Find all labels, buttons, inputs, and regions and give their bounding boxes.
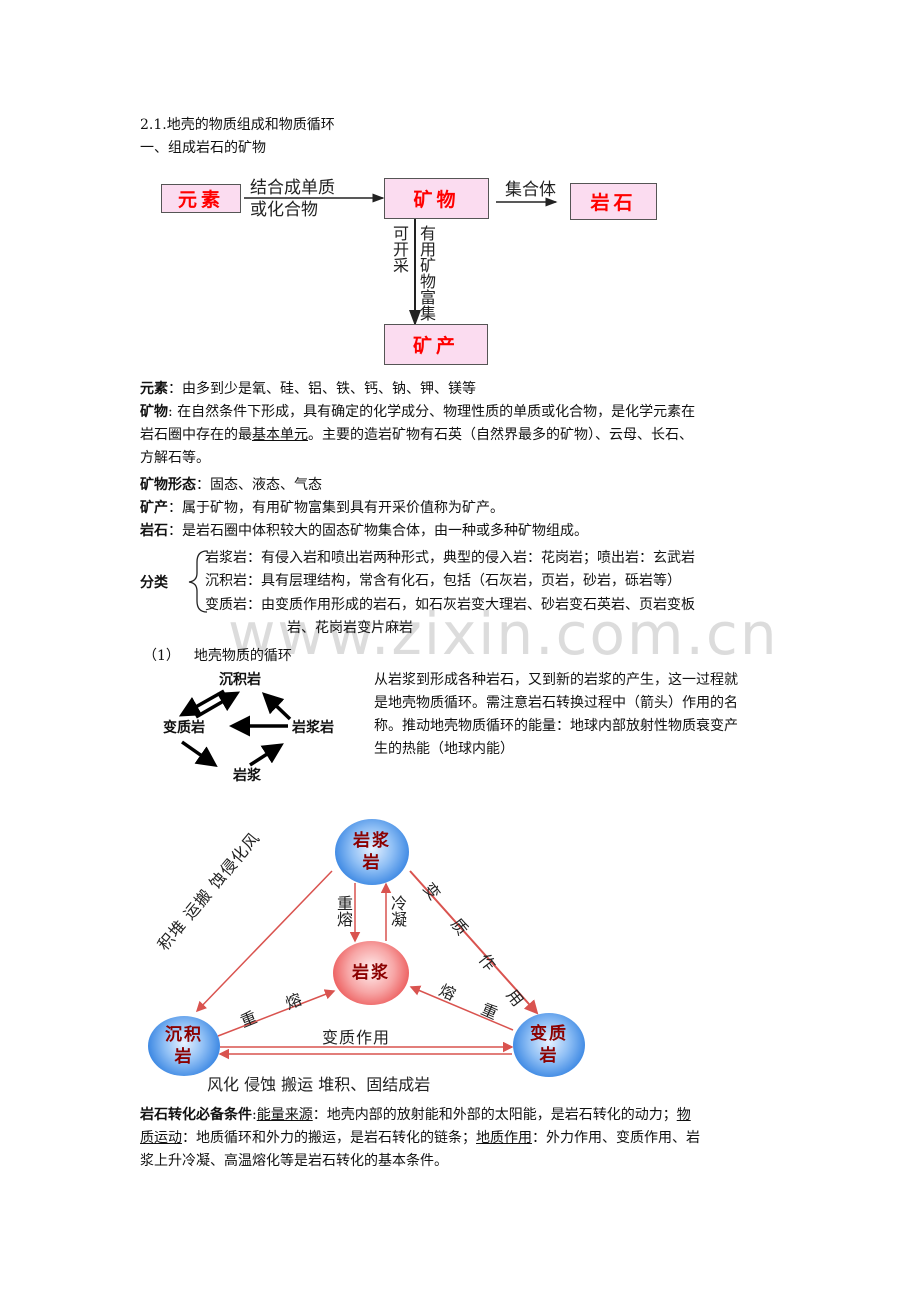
box-rock: 岩石 (570, 183, 657, 220)
classification-metamorphic: 变质岩：由变质作用形成的岩石，如石灰岩变大理岩、砂岩变石英岩、页岩变板 (205, 597, 695, 613)
arrow-label-combine-top: 结合成单质 (250, 178, 335, 198)
label-bottom-metamorphism: 变质作用 (322, 1028, 391, 1047)
conditions-action-text-1: ：外力作用、变质作用、岩 (532, 1130, 700, 1146)
conditions-line1: 岩石转化必备条件:能量来源：地壳内部的放射能和外部的太阳能，是岩石转化的动力；物 (140, 1104, 691, 1126)
box-element: 元素 (161, 184, 241, 213)
conditions-colon: : (252, 1107, 257, 1123)
box-ore: 矿产 (384, 324, 488, 365)
def-form-label: 矿物形态 (140, 477, 196, 493)
cycle-heading-number: （1） (143, 648, 180, 664)
node-sedimentary-rock: 沉积 岩 (148, 1016, 220, 1076)
cycle-desc-3: 称。推动地壳物质循环的能量：地球内部放射性物质衰变产 (374, 718, 738, 734)
arrow-label-combine-bottom: 或化合物 (250, 200, 318, 220)
label-remelt-vertical: 重熔 (336, 894, 353, 929)
cycle-desc-1: 从岩浆到形成各种岩石，又到新的岩浆的产生，这一过程就 (374, 672, 738, 688)
cycle-node-sedimentary: 沉积岩 (219, 672, 261, 688)
def-mineral-line1: 矿物: 在自然条件下形成，具有确定的化学成分、物理性质的单质或化合物，是化学元素… (140, 401, 695, 423)
conditions-motion-label-1: 物 (676, 1107, 691, 1123)
def-mineral-text-1: : 在自然条件下形成，具有确定的化学成分、物理性质的单质或化合物，是化学元素在 (168, 404, 696, 420)
classification-label: 分类 (140, 575, 168, 591)
def-form-text: ：固态、液态、气态 (196, 477, 322, 493)
node-sedimentary-line1: 沉积 (165, 1025, 203, 1045)
def-mineral-line3: 方解石等。 (140, 450, 210, 466)
conditions-energy-label: 能量来源 (256, 1107, 313, 1123)
cycle-node-metamorphic: 变质岩 (163, 720, 205, 736)
def-mineral-label: 矿物 (140, 404, 168, 420)
cycle-heading-text: 地壳物质的循环 (193, 648, 292, 664)
conditions-line2: 质运动：地质循环和外力的搬运，是岩石转化的链条；地质作用：外力作用、变质作用、岩 (140, 1127, 700, 1149)
node-igneous-rock: 岩浆 岩 (335, 819, 409, 885)
cycle-desc-2: 是地壳物质循环。需注意岩石转换过程中（箭头）作用的名 (374, 695, 738, 711)
def-mineral-basic-unit: 基本单元 (252, 427, 308, 443)
cycle-heading: （1） 地壳物质的循环 (143, 645, 292, 667)
cycle-node-igneous: 岩浆岩 (292, 720, 334, 736)
def-element-text: ：由多到少是氧、硅、铝、铁、钙、钠、钾、镁等 (168, 381, 476, 397)
def-rock: 岩石：是岩石圈中体积较大的固态矿物集合体，由一种或多种矿物组成。 (140, 520, 588, 542)
def-ore-label: 矿产 (140, 500, 168, 516)
def-ore: 矿产：属于矿物，有用矿物富集到具有开采价值称为矿产。 (140, 497, 504, 519)
triangle-lines (195, 870, 539, 1060)
arrow-label-enrichment: 有用矿物富集 (419, 224, 436, 323)
def-rock-text: ：是岩石圈中体积较大的固态矿物集合体，由一种或多种矿物组成。 (168, 523, 588, 539)
node-metamorphic-line1: 变质 (530, 1024, 568, 1044)
node-igneous-line2: 岩 (362, 853, 382, 873)
arrow-label-minable: 可开采 (392, 224, 409, 275)
cycle-desc-4: 生的热能（地球内能） (374, 741, 514, 757)
classification-sedimentary: 沉积岩：具有层理结构，常含有化石，包括（石灰岩，页岩，砂岩，砾岩等） (205, 573, 681, 589)
box-mineral: 矿物 (384, 178, 489, 219)
classification-igneous: 岩浆岩：有侵入岩和喷出岩两种形式，典型的侵入岩：花岗岩；喷出岩：玄武岩 (205, 550, 695, 566)
flow-arrows (244, 193, 558, 326)
arrow-label-aggregate: 集合体 (505, 180, 556, 200)
cycle-node-magma: 岩浆 (233, 768, 261, 784)
node-metamorphic-line2: 岩 (539, 1046, 559, 1066)
conditions-label: 岩石转化必备条件 (140, 1107, 252, 1123)
def-element: 元素：由多到少是氧、硅、铝、铁、钙、钠、钾、镁等 (140, 378, 476, 400)
conditions-action-label: 地质作用 (476, 1130, 532, 1146)
def-ore-text: ：属于矿物，有用矿物富集到具有开采价值称为矿产。 (168, 500, 504, 516)
classification-metamorphic-cont: 岩、花岗岩变片麻岩 (287, 620, 413, 636)
def-mineral-text-2a: 岩石圈中存在的最 (140, 427, 252, 443)
conditions-line3: 浆上升冷凝、高温熔化等是岩石转化的基本条件。 (140, 1153, 448, 1169)
subsection-title: 一、组成岩石的矿物 (140, 140, 266, 156)
def-element-label: 元素 (140, 381, 168, 397)
node-igneous-line1: 岩浆 (353, 831, 391, 851)
node-magma: 岩浆 (333, 941, 409, 1005)
label-bottom-weathering: 风化 侵蚀 搬运 堆积、固结成岩 (207, 1075, 431, 1094)
brace-icon (188, 550, 208, 613)
node-magma-label: 岩浆 (352, 963, 390, 983)
label-condense: 冷凝 (390, 894, 407, 929)
def-rock-label: 岩石 (140, 523, 168, 539)
def-mineral-line2: 岩石圈中存在的最基本单元。主要的造岩矿物有石英（自然界最多的矿物）、云母、长石、 (140, 424, 693, 446)
cycle-arrows (178, 689, 292, 768)
def-form: 矿物形态：固态、液态、气态 (140, 474, 322, 496)
conditions-energy-text: ：地壳内部的放射能和外部的太阳能，是岩石转化的动力； (312, 1107, 677, 1123)
section-title: 2.1.地壳的物质组成和物质循环 (140, 117, 335, 133)
def-mineral-text-2b: 。主要的造岩矿物有石英（自然界最多的矿物）、云母、长石、 (308, 427, 693, 443)
conditions-motion-label-2: 质运动 (140, 1130, 182, 1146)
node-sedimentary-line2: 岩 (174, 1047, 194, 1067)
conditions-motion-text: ：地质循环和外力的搬运，是岩石转化的链条； (182, 1130, 476, 1146)
node-metamorphic-rock: 变质 岩 (513, 1013, 585, 1077)
